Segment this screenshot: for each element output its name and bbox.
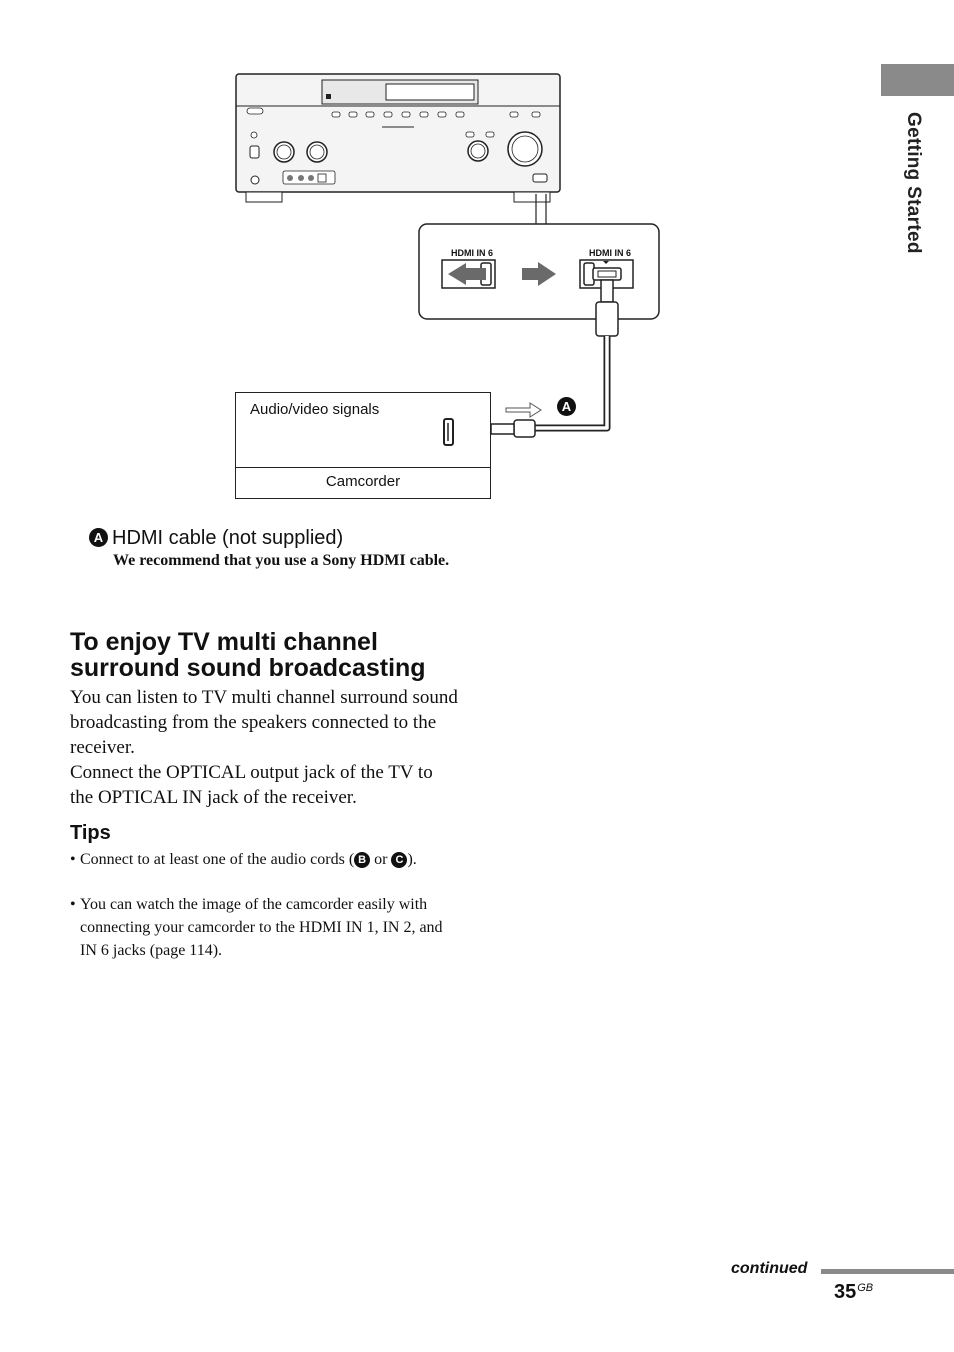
tip-bullet: •: [70, 896, 76, 913]
receiver-illustration: [235, 73, 561, 224]
connection-diagram: [235, 73, 660, 446]
hdmi-detail-callout: [418, 223, 660, 337]
legend-marker-a: A: [89, 528, 108, 547]
legend-label: HDMI cable (not supplied): [112, 527, 344, 549]
marker-c-badge: C: [391, 852, 408, 869]
port-label-left: HDMI IN 6: [451, 248, 494, 258]
marker-a-badge: A: [557, 397, 576, 416]
camcorder-divider: [236, 467, 490, 468]
continued-label: continued: [731, 1260, 808, 1277]
body-paragraph-2: Connect the OPTICAL output jack of the T…: [70, 762, 433, 808]
cable-marker: A: [557, 397, 576, 416]
page-number-value: 35: [834, 1281, 857, 1303]
tips-heading: Tips: [70, 822, 111, 844]
section-heading: To enjoy TV multi channel surround sound…: [70, 628, 426, 682]
marker-b-badge: B: [354, 852, 371, 869]
camcorder-name: Camcorder: [325, 473, 401, 490]
tip-item-1: • Connect to at least one of the audio c…: [70, 848, 450, 871]
port-label-right: HDMI IN 6: [589, 248, 632, 258]
camcorder-box: Audio/video signals Camcorder: [235, 392, 491, 499]
page-number: 35GB: [834, 1281, 873, 1304]
tip-2-text: You can watch the image of the camcorder…: [80, 896, 443, 959]
tip-1-middle: or: [370, 851, 388, 868]
legend-note: We recommend that you use a Sony HDMI ca…: [113, 552, 450, 569]
continued-bar: [821, 1269, 954, 1274]
tip-1-prefix: Connect to at least one of the audio cor…: [80, 851, 355, 868]
tip-bullet: •: [70, 851, 76, 868]
page-number-suffix: GB: [857, 1282, 874, 1294]
side-tab-label: Getting Started: [903, 112, 924, 254]
tip-item-2: • You can watch the image of the camcord…: [70, 893, 450, 962]
camcorder-signal-label: Audio/video signals: [250, 401, 380, 418]
body-paragraph-1: You can listen to TV multi channel surro…: [70, 687, 458, 758]
tip-1-suffix: ).: [407, 851, 417, 868]
side-tab-bar: [881, 64, 954, 96]
